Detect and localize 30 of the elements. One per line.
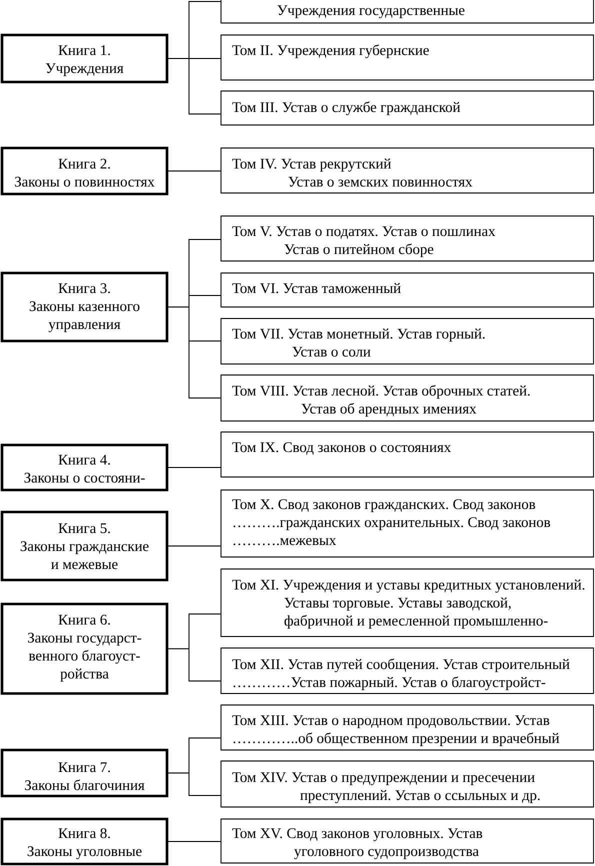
connector-line	[166, 239, 222, 398]
volume-box: Учреждения государственные	[220, 0, 594, 24]
volume-box: Том VIII. Устав лесной. Устав оброчных статей. Устав об арендных имениях	[220, 374, 594, 422]
volume-box: Том XI. Учреждения и уставы кредитных установлений. Уставы торговые. Уставы заводской, фабричной и ремесленной промышленно-	[220, 568, 594, 637]
connector-line	[166, 467, 222, 468]
volume-box: Том IX. Свод законов о состояниях	[220, 432, 594, 478]
book-box: Книга 5. Законы гражданские и межевые	[0, 510, 168, 582]
book-box: Книга 6. Законы государст- венного благоуст- ройства	[0, 602, 168, 695]
connector-line	[166, 738, 222, 796]
connector-line	[166, 841, 222, 842]
connector-line	[166, 170, 222, 172]
volume-box: Том XIV. Устав о предупреждении и пресечении преступлений. Устав о ссыльных и др.	[220, 760, 594, 808]
volume-box: Том III. Устав о службе гражданской	[220, 90, 594, 126]
volume-box: Том VII. Устав монетный. Устав горный. Устав о соли	[220, 318, 594, 364]
volume-box: Том XV. Свод законов уголовных. Устав уголовного судопроизводства	[220, 818, 594, 864]
volume-box: Том II. Учреждения губернские	[220, 34, 594, 80]
volume-box: Том IV. Устав рекрутский Устав о земских повинностях	[220, 148, 594, 194]
volume-box: Том XIII. Устав о народном продовольствии. Устав …………..об общественном презрении и врачебный	[220, 704, 594, 750]
connector-line	[166, 1, 222, 114]
volume-box: Том XII. Устав путей сообщения. Устав строительный …………Устав пожарный. Устав о благоустройст-	[220, 648, 594, 694]
volume-box: Том X. Свод законов гражданских. Свод законов ……….гражданских охранительных. Свод законов ……….межевых	[220, 490, 594, 558]
book-box: Книга 2. Законы о повинностях	[0, 146, 168, 196]
volume-box: Том V. Устав о податях. Устав о пошлинах Устав о питейном сборе	[220, 216, 594, 262]
connector-line	[166, 614, 222, 682]
book-box: Книга 3. Законы казенного управления	[0, 272, 168, 342]
book-box: Книга 1. Учреждения	[0, 34, 168, 84]
book-box: Книга 4. Законы о состояни-	[0, 444, 168, 492]
book-box: Книга 7. Законы благочиния	[0, 748, 168, 798]
book-box: Книга 8. Законы уголовные	[0, 818, 168, 866]
volume-box: Том VI. Устав таможенный	[220, 272, 594, 308]
